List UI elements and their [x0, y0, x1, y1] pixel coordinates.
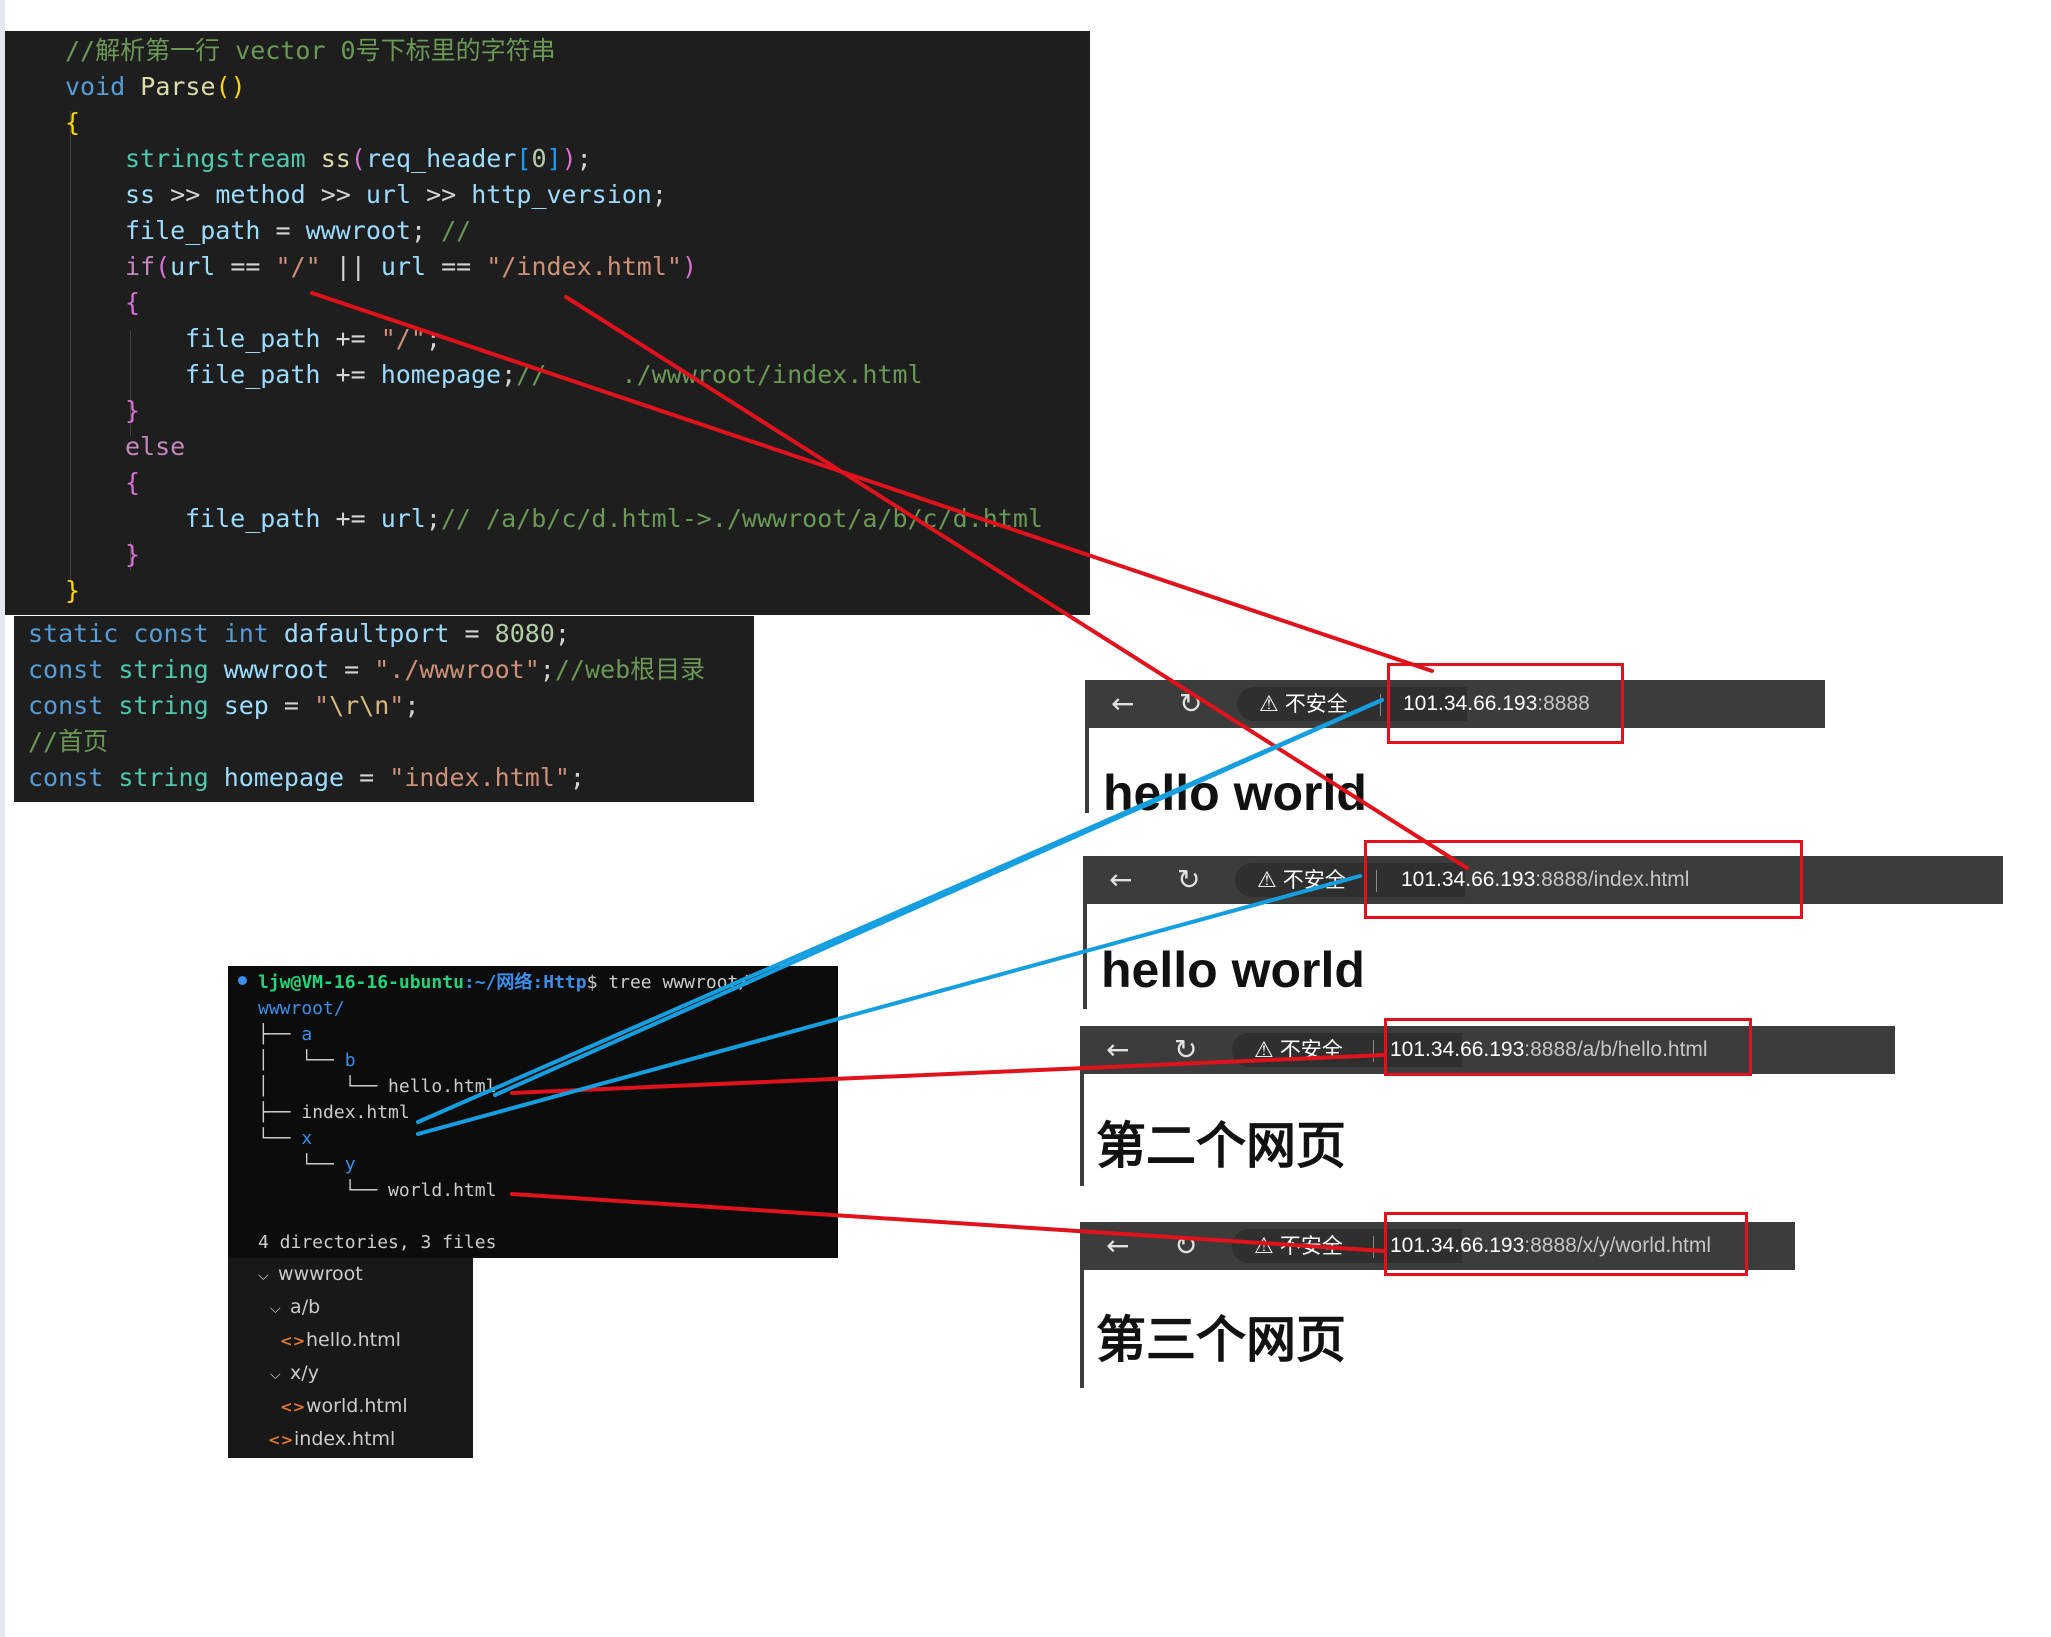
url-highlight-world [1384, 1212, 1748, 1276]
code-line-9: file_path += "/"; [185, 324, 441, 353]
page-heading: hello world [1101, 942, 1365, 998]
back-arrow-icon[interactable]: ← [1106, 1033, 1130, 1066]
address-bar[interactable]: 101.34.66.193:8888/index.html [1401, 868, 1690, 891]
address-bar[interactable]: 101.34.66.193:8888/a/b/hello.html [1390, 1038, 1708, 1061]
code-editor-parse: //解析第一行 vector 0号下标里的字符串 void Parse() { … [5, 31, 1090, 615]
tree-world: └── world.html [258, 1180, 497, 1201]
url-highlight-hello [1384, 1018, 1752, 1076]
const-line-2: const string wwwroot = "./wwwroot";//web… [28, 655, 706, 684]
explorer-file-hello[interactable]: <>hello.html [280, 1324, 401, 1357]
const-line-5: const string homepage = "index.html"; [28, 763, 585, 792]
terminal-prompt-dot [238, 976, 247, 985]
indent-guide [130, 331, 131, 436]
code-line-2: void Parse() [65, 72, 246, 101]
reload-icon[interactable]: ↻ [1174, 1229, 1198, 1262]
back-arrow-icon[interactable]: ← [1111, 687, 1135, 720]
code-line-4: stringstream ss(req_header[0]); [125, 144, 592, 173]
chevron-down-icon: ⌵ [258, 1268, 269, 1284]
reload-icon[interactable]: ↻ [1179, 687, 1203, 720]
explorer-folder-x-y[interactable]: ⌵ x/y [270, 1357, 319, 1390]
url-highlight-index [1364, 840, 1803, 919]
code-line-6: file_path = wwwroot; // [125, 216, 472, 245]
const-line-1: static const int dafaultport = 8080; [28, 619, 570, 648]
tree-b: │ └── b [258, 1050, 356, 1071]
indent-guide [70, 111, 71, 581]
page-heading: 第二个网页 [1096, 1118, 1346, 1174]
file-explorer: ⌵ wwwroot ⌵ a/b <>hello.html ⌵ x/y <>wor… [228, 1258, 473, 1458]
url-highlight-root [1387, 663, 1624, 744]
reload-icon[interactable]: ↻ [1177, 863, 1201, 896]
terminal-prompt-line: ljw@VM-16-16-ubuntu:~/网络:Http$ tree wwwr… [258, 972, 750, 993]
warning-icon: ⚠ [1254, 1038, 1274, 1063]
explorer-file-world[interactable]: <>world.html [280, 1390, 408, 1423]
explorer-folder-wwwroot[interactable]: ⌵ wwwroot [258, 1258, 363, 1291]
address-divider [1373, 1040, 1374, 1062]
code-line-1: //解析第一行 vector 0号下标里的字符串 [65, 36, 556, 65]
security-label: 不安全 [1279, 1038, 1343, 1062]
tree-root: wwwroot/ [258, 998, 345, 1019]
warning-icon: ⚠ [1254, 1234, 1274, 1259]
tree-x: └── x [258, 1128, 313, 1149]
tree-a: ├── a [258, 1024, 313, 1045]
security-label: 不安全 [1284, 692, 1348, 716]
chevron-down-icon: ⌵ [270, 1301, 281, 1317]
tree-index: ├── index.html [258, 1102, 410, 1123]
indent-guide [130, 541, 131, 571]
code-line-7: if(url == "/" || url == "/index.html") [125, 252, 698, 281]
code-line-16: } [65, 576, 81, 605]
security-label: 不安全 [1279, 1234, 1343, 1258]
code-line-11: } [125, 396, 141, 425]
code-line-5: ss >> method >> url >> http_version; [125, 180, 667, 209]
page-edge [1085, 728, 1089, 813]
tree-hello: │ └── hello.html [258, 1076, 497, 1097]
page-edge [1080, 1074, 1084, 1186]
page-edge [1083, 904, 1087, 1009]
code-editor-constants: static const int dafaultport = 8080; con… [14, 616, 754, 802]
page-heading: hello world [1103, 765, 1367, 821]
back-arrow-icon[interactable]: ← [1109, 863, 1133, 896]
explorer-folder-a-b[interactable]: ⌵ a/b [270, 1291, 320, 1324]
code-line-15: } [125, 540, 141, 569]
html-file-icon: <> [268, 1431, 294, 1449]
tree-summary: 4 directories, 3 files [258, 1232, 497, 1253]
security-label: 不安全 [1282, 868, 1346, 892]
const-line-4: //首页 [28, 727, 109, 756]
html-file-icon: <> [280, 1398, 306, 1416]
code-line-12: else [125, 432, 186, 461]
address-bar[interactable]: 101.34.66.193:8888/x/y/world.html [1390, 1234, 1712, 1257]
back-arrow-icon[interactable]: ← [1106, 1229, 1130, 1262]
terminal-tree-output: ljw@VM-16-16-ubuntu:~/网络:Http$ tree wwwr… [228, 966, 838, 1258]
address-divider [1380, 694, 1381, 716]
chevron-down-icon: ⌵ [270, 1367, 281, 1383]
code-line-3: { [65, 108, 81, 137]
page-heading: 第三个网页 [1096, 1312, 1346, 1368]
explorer-file-index[interactable]: <>index.html [268, 1423, 395, 1456]
tree-y: └── y [258, 1154, 356, 1175]
code-line-14: file_path += url;// /a/b/c/d.html->./www… [185, 504, 1043, 533]
const-line-3: const string sep = "\r\n"; [28, 691, 420, 720]
left-edge-strip [0, 0, 5, 1637]
address-divider [1373, 1236, 1374, 1258]
html-file-icon: <> [280, 1332, 306, 1350]
code-line-13: { [125, 468, 141, 497]
code-line-10: file_path += homepage;// ./wwwroot/index… [185, 360, 923, 389]
warning-icon: ⚠ [1259, 692, 1279, 717]
warning-icon: ⚠ [1257, 868, 1277, 893]
page-edge [1080, 1270, 1084, 1388]
code-line-8: { [125, 288, 141, 317]
reload-icon[interactable]: ↻ [1174, 1033, 1198, 1066]
